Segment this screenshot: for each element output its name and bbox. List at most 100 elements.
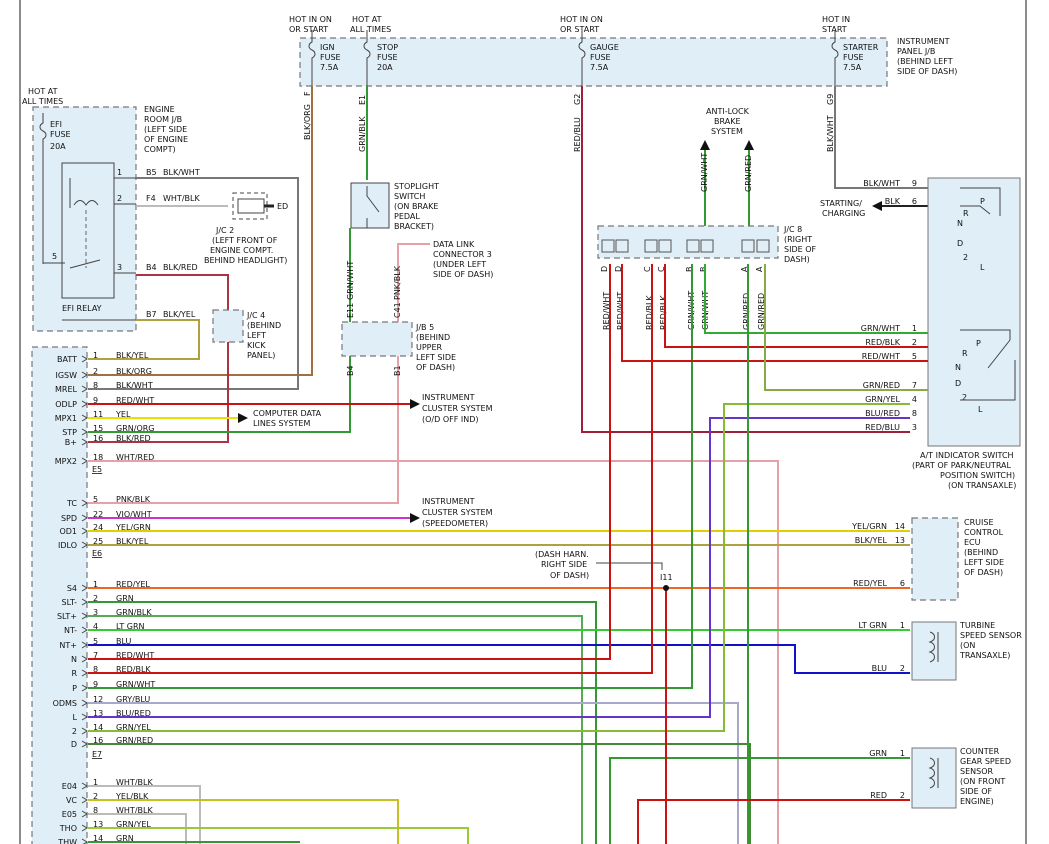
jc4-label-1: J/C 4 (246, 311, 265, 320)
ecm-pin-chevron (81, 371, 88, 379)
ipjb-box (299, 37, 888, 87)
at-switch-wire-color: BLK/WHT (863, 179, 900, 188)
at-switch-wire-color: GRN/RED (863, 381, 900, 390)
at-switch-position-top: N (957, 219, 963, 228)
ecm-pin-chevron (81, 796, 88, 804)
jc8-wire-color: GRN/RED (757, 293, 766, 330)
ecm-wire-color: YEL/BLK (115, 792, 149, 801)
ipjb-label-2: PANEL J/B (897, 47, 935, 56)
efi-relay-contact (43, 259, 101, 269)
ecm-pin-number: 2 (93, 792, 98, 801)
abs-arrow-1 (700, 140, 710, 150)
turbine-wire-color: LT GRN (858, 621, 887, 630)
splice-i11-label: I11 (660, 573, 673, 582)
ecm-pin-label: IGSW (55, 371, 77, 380)
gauge-name-3: 7.5A (590, 63, 609, 72)
cruise-wire-color: BLK/YEL (855, 536, 888, 545)
jc8-label-1: J/C 8 (783, 225, 802, 234)
jc8-terminal (644, 239, 658, 253)
relay-pin-rows: 1 2 3 B5 F4 B4 B7 BLK/WHT WHT/BLK BLK/RE… (62, 168, 200, 321)
at-switch-pin-number: 3 (912, 423, 917, 432)
turbine-wire-color: BLU (872, 664, 888, 673)
cruise-label-5: LEFT SIDE (964, 558, 1004, 567)
ecm-wire-color: RED/WHT (116, 396, 154, 405)
engine-room-jb: HOT AT ALL TIMES EFI FUSE 20A ENGINE ROO… (22, 87, 299, 443)
counter-gear-speed-sensor: COUNTER GEAR SPEED SENSOR (ON FRONT SIDE… (869, 747, 1011, 809)
label-gauge-pin: G2 (573, 94, 582, 105)
gauge-hot-1: HOT IN ON (560, 15, 603, 24)
instrument-panel-jb: HOT IN ON OR START IGN FUSE 7.5A HOT AT … (289, 15, 957, 87)
abs-arrow-2 (744, 140, 754, 150)
at-switch-wire-color: RED/BLU (865, 423, 900, 432)
at-switch-wire-color: BLU/RED (865, 409, 900, 418)
ecm-wire-color: GRN/RED (116, 736, 153, 745)
splice-i11-dot (663, 585, 669, 591)
stop-name-1: STOP (377, 43, 398, 52)
wire-blu-red-l (88, 417, 910, 718)
stoplight-label-1: STOPLIGHT (394, 182, 439, 191)
at-switch-position-bottom: D (955, 379, 961, 388)
wire-wht-blk-e05 (88, 813, 187, 844)
wire-grn-slt-minus (88, 601, 597, 844)
jc8-wire-color: RED/WHT (602, 292, 611, 330)
gauge-name-1: GAUGE (590, 43, 619, 52)
at-switch-position-top: 2 (963, 253, 968, 262)
data-link-connector: DATA LINK CONNECTOR 3 (UNDER LEFT SIDE O… (88, 240, 493, 504)
ecm-pin-chevron (81, 713, 88, 721)
ecm-pin-label: NT- (64, 626, 77, 635)
turbine-coil (928, 631, 939, 663)
dash-harn-label-1: (DASH HARN. (535, 550, 589, 559)
ecm-pin-label: R (71, 669, 77, 678)
cruise-pin-number: 14 (895, 522, 905, 531)
label-stop-pin: E1 (358, 95, 367, 105)
ecm-wire-color: GRN/YEL (116, 820, 151, 829)
wire-relay-blk-wht (88, 177, 299, 390)
ipjb-label-4: SIDE OF DASH) (897, 67, 957, 76)
counter-label-6: ENGINE) (960, 797, 994, 806)
wire-wht-blk-e04 (88, 785, 201, 844)
jc8-pin-letter: C (657, 266, 666, 272)
at-switch-wire-color: RED/WHT (862, 352, 900, 361)
ecm-wire-color: BLK/YEL (116, 537, 149, 546)
turbine-label-3: (ON (960, 641, 975, 650)
relay-cav-f4: F4 (146, 194, 156, 203)
jc8-terminal (700, 239, 714, 253)
ecm-pin-label: D (71, 740, 77, 749)
gauge-hot-2: OR START (560, 25, 599, 34)
counter-label-1: COUNTER (960, 747, 1000, 756)
stoplight-label-3: (ON BRAKE (394, 202, 438, 211)
stop-hot-2: ALL TIMES (350, 25, 391, 34)
jc8-label-3: SIDE OF (784, 245, 816, 254)
erjb-box (32, 106, 137, 332)
ecm-wire-color: GRN/WHT (116, 680, 155, 689)
turbine-pin-number: 1 (900, 621, 905, 630)
ecm-wire-color: GRY/BLU (116, 695, 150, 704)
jb5-pin-b1: B1 (393, 365, 402, 376)
wire-grn-yel-tho (88, 827, 469, 844)
ipjb-label-1: INSTRUMENT (897, 37, 950, 46)
starter-name-3: 7.5A (843, 63, 862, 72)
ecm-wire-color: BLK/RED (116, 434, 151, 443)
turbine-pin-number: 2 (900, 664, 905, 673)
relay-pin3: 3 (117, 263, 122, 272)
ecm-wire-color: GRN/BLK (116, 608, 152, 617)
ecm-pin-label: ODMS (53, 699, 77, 708)
turbine-box (911, 621, 957, 681)
counter-pin-number: 1 (900, 749, 905, 758)
ign-name-3: 7.5A (320, 63, 339, 72)
fuse-feed-wires: BLK/ORG F GRN/BLK E1 RED/BLU G2 BLK/WHT … (88, 86, 928, 433)
jc8-pin-letter: D (600, 266, 609, 272)
counter-label-5: SIDE OF (960, 787, 992, 796)
ecm-pin-label: VC (66, 796, 77, 805)
ecm-pin-label: P (72, 684, 77, 693)
ecm-pin-number: 5 (93, 637, 98, 646)
wire-red-wht-n (88, 264, 611, 660)
wire-grn-wht-stp (88, 228, 351, 433)
ecm-pin-chevron (81, 699, 88, 707)
